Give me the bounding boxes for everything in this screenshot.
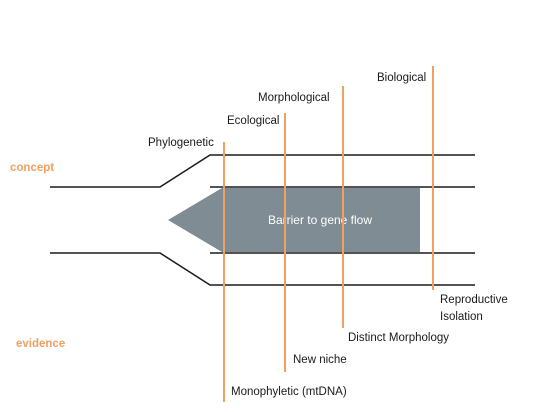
evidence-label-reproductive: Reproductive: [440, 294, 508, 306]
evidence-label-distinct-morphology: Distinct Morphology: [348, 332, 449, 344]
concept-label-ecological: Ecological: [227, 115, 279, 127]
barrier-arrow: [168, 188, 420, 252]
upper-outer-line: [50, 154, 475, 188]
concept-label-morphological: Morphological: [258, 92, 330, 104]
lower-outer-line: [50, 252, 475, 286]
concept-label-phylogenetic: Phylogenetic: [148, 137, 214, 149]
evidence-label-new-niche: New niche: [293, 354, 347, 366]
evidence-label-monophyletic: Monophyletic (mtDNA): [231, 386, 347, 398]
concept-side-label: concept: [10, 162, 54, 174]
concept-label-biological: Biological: [377, 72, 426, 84]
barrier-label: Barrier to gene flow: [268, 213, 372, 227]
evidence-label-isolation: Isolation: [440, 311, 483, 323]
evidence-side-label: evidence: [16, 338, 65, 350]
